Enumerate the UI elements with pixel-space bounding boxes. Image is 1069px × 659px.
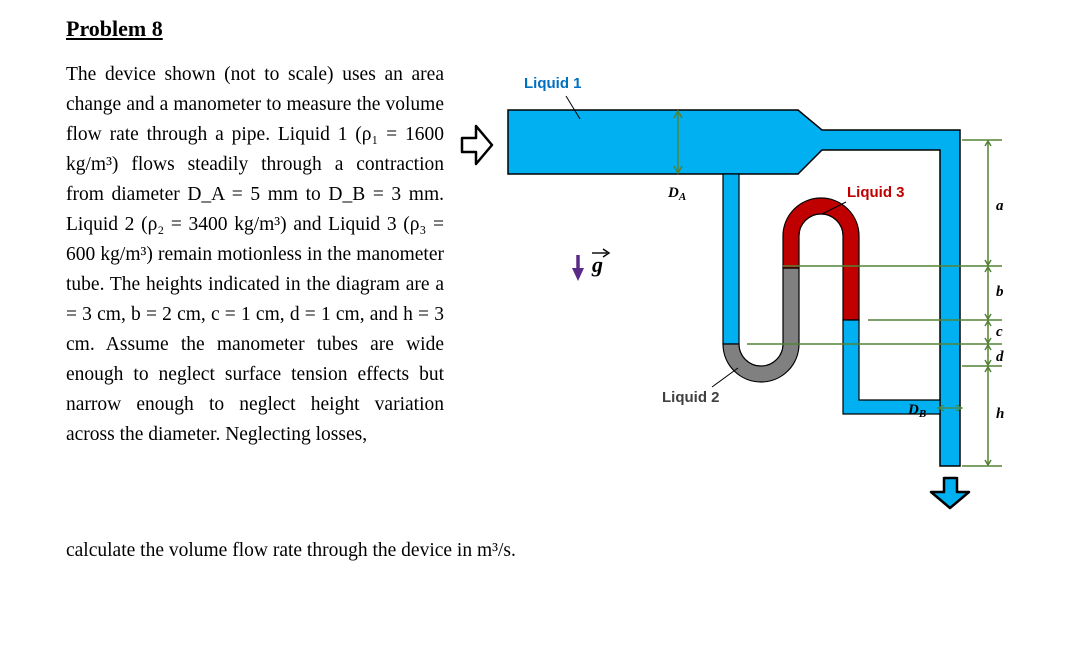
inflow-arrow: [460, 124, 494, 166]
gravity-label: g: [591, 252, 603, 277]
liquid2-leader: [711, 367, 739, 388]
da-label: DA: [667, 185, 686, 203]
liquid3-leader: [821, 201, 847, 215]
left-manometer-arm: [722, 173, 740, 345]
da-dimension-line: [673, 109, 683, 175]
db-dimension-line: [936, 404, 964, 412]
liquid3-inverted-u: [782, 197, 860, 321]
outflow-arrow: [929, 476, 971, 510]
reference-lines: [747, 139, 1002, 467]
problem-question: calculate the volume flow rate through t…: [66, 540, 516, 561]
dim-h-label: h: [996, 406, 1004, 422]
vertical-dimension-line: [984, 139, 992, 467]
db-label: DB: [907, 402, 926, 420]
gravity-arrow-icon: [572, 255, 584, 281]
dim-c-label: c: [996, 324, 1003, 340]
liquid2-label: Liquid 2: [662, 389, 720, 406]
vector-arrow-icon: [592, 248, 611, 258]
dim-b-label: b: [996, 284, 1004, 300]
problem-statement: The device shown (not to scale) uses an …: [66, 64, 444, 445]
liquid1-label: Liquid 1: [524, 75, 582, 92]
pipe-body: [507, 109, 961, 467]
liquid1-leader: [565, 95, 581, 120]
dim-a-label: a: [996, 198, 1004, 214]
right-manometer-arm: [842, 319, 941, 415]
problem-title: Problem 8: [66, 16, 163, 41]
dim-d-label: d: [996, 349, 1004, 365]
liquid3-label: Liquid 3: [847, 184, 905, 201]
